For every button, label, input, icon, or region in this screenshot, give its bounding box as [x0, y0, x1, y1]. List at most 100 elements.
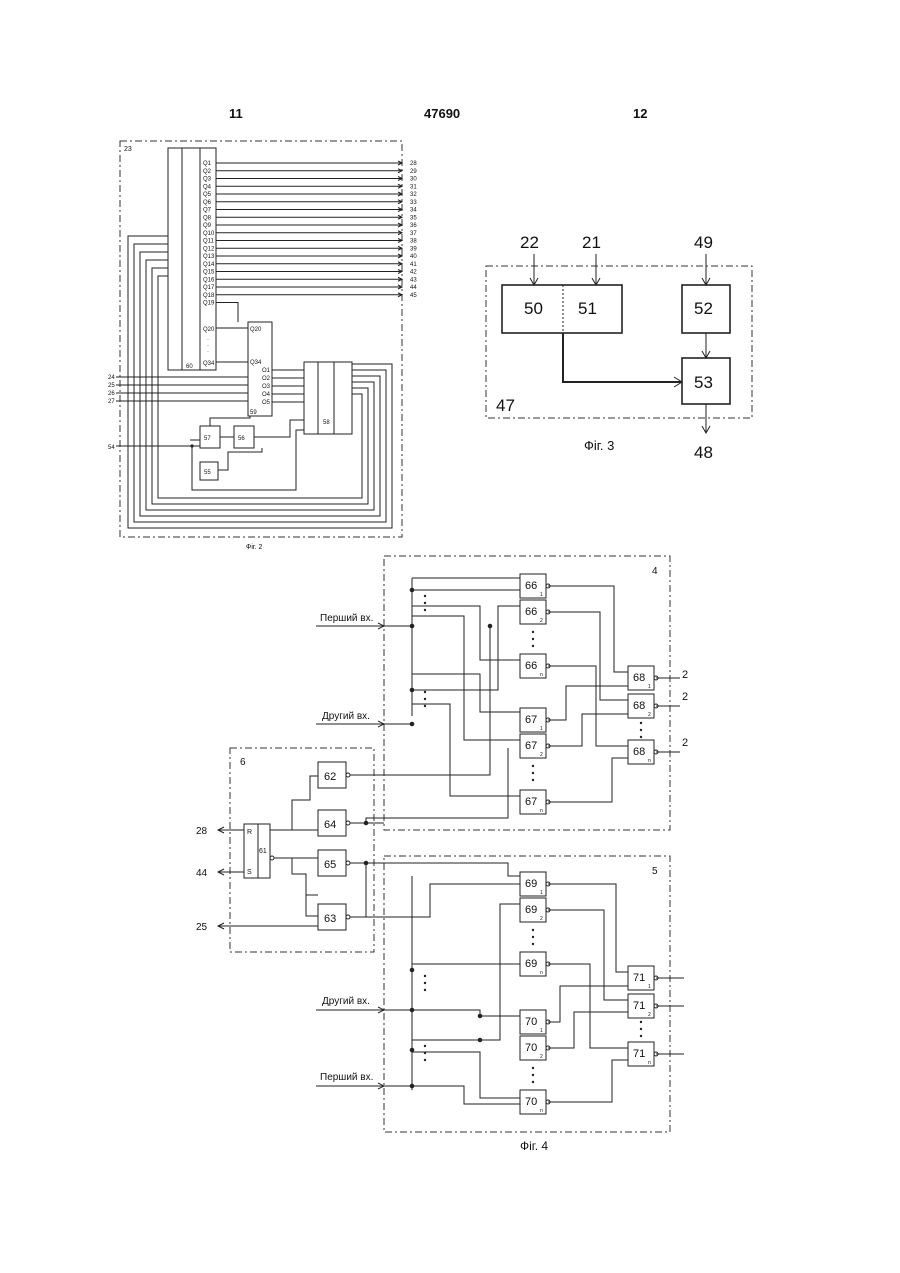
out-number: 45: [410, 293, 417, 299]
fig4-wire: [350, 863, 520, 876]
gate-71-n-sub: n: [648, 1060, 651, 1066]
fig4-caption: Фіг. 4: [520, 1139, 548, 1153]
junction-dot: [478, 1014, 482, 1018]
trigger-r-label: R: [247, 829, 252, 836]
q-label: Q13: [203, 254, 215, 260]
gate-68-n-label: 68: [633, 746, 645, 758]
block50-label: 50: [524, 299, 543, 318]
ellipsis-dot: [424, 705, 426, 707]
block59-out-label: O5: [262, 400, 271, 406]
q-label: Q12: [203, 246, 215, 252]
fig4-wire: [366, 748, 508, 823]
junction-dot: [478, 1038, 482, 1042]
fig4-wire: [350, 626, 490, 775]
block59-q34-label: Q34: [250, 360, 262, 366]
fig4-wire: [548, 586, 628, 672]
fig4-wire: [548, 1060, 628, 1102]
output-2-label: 2: [682, 691, 688, 703]
ellipsis-dot: [532, 631, 534, 633]
gate-66-1-sub: 1: [540, 592, 543, 598]
block55-label: 55: [204, 470, 211, 476]
junction-dot: [410, 1084, 414, 1088]
fig4-wire: [412, 1086, 520, 1104]
ellipsis-dot: [532, 779, 534, 781]
block62-label: 62: [324, 771, 336, 783]
gate-69-n-label: 69: [525, 958, 537, 970]
fig2-input-label: 25: [108, 383, 115, 389]
q-label: Q17: [203, 285, 215, 291]
fig4-wire: [412, 704, 520, 796]
gate-71-2-label: 71: [633, 1000, 645, 1012]
gate-69-1-sub: 1: [540, 890, 543, 896]
gate-70-1-label: 70: [525, 1016, 537, 1028]
q-label: Q4: [203, 184, 212, 190]
ellipsis-dot: [640, 1035, 642, 1037]
ellipsis-dot: [640, 722, 642, 724]
ellipsis-dot: [424, 698, 426, 700]
fig4-wire: [548, 758, 628, 802]
frame6-label: 6: [240, 757, 246, 768]
first-input-label-bottom: Перший вх.: [320, 1072, 373, 1083]
ellipsis-dot: [532, 943, 534, 945]
block56-label: 56: [238, 436, 245, 442]
fig3-input-arrows: [530, 254, 710, 285]
q-label: Q6: [203, 200, 212, 206]
fig3-caption: Фіг. 3: [584, 438, 614, 453]
gate-69-1-label: 69: [525, 878, 537, 890]
junction-dot: [410, 624, 414, 628]
block65-label: 65: [324, 859, 336, 871]
q-label: Q11: [203, 239, 215, 245]
gate-71-1-label: 71: [633, 972, 645, 984]
fig2-input-label: 26: [108, 391, 115, 397]
q-label: Q15: [203, 270, 215, 276]
ellipsis-dot: [424, 975, 426, 977]
gate-71-n-label: 71: [633, 1048, 645, 1060]
gate-71-2-sub: 2: [648, 1012, 651, 1018]
block64-label: 64: [324, 819, 336, 831]
second-input-label-top: Другий вх.: [322, 711, 370, 722]
junction-dot: [410, 688, 414, 692]
junction-dot: [410, 722, 414, 726]
input-54-label: 54: [108, 445, 115, 451]
out-number: 41: [410, 262, 417, 268]
ellipsis-dot: [424, 989, 426, 991]
junction-dot: [410, 1008, 414, 1012]
q-label: Q14: [203, 262, 215, 268]
input-44-label: 44: [196, 868, 208, 879]
ellipsis-dot: [640, 729, 642, 731]
block59-out-label: O4: [262, 392, 271, 398]
q20-label: Q20: [203, 327, 215, 333]
ellipsis-dot: [532, 929, 534, 931]
out-number: 31: [410, 184, 417, 190]
gate-67-2-label: 67: [525, 740, 537, 752]
out-number: 37: [410, 231, 417, 237]
block51-label: 51: [578, 299, 597, 318]
q-label: Q18: [203, 293, 215, 299]
block59-q20-label: Q20: [250, 327, 262, 333]
ellipsis-dot: [424, 602, 426, 604]
q-label: Q19: [203, 301, 215, 307]
first-input-label-top: Перший вх.: [320, 613, 373, 624]
block59-out-label: O1: [262, 368, 271, 374]
ellipsis-dot: [424, 609, 426, 611]
ellipsis-dot: [424, 1045, 426, 1047]
fig4-wires: [350, 578, 684, 1104]
gate-68-1-label: 68: [633, 672, 645, 684]
fig4-wire: [548, 666, 628, 746]
ellipsis-dot: [424, 691, 426, 693]
ellipsis-dot: [532, 638, 534, 640]
fig4-gates: 66166266n67167267n68168268n69169269n7017…: [424, 574, 688, 1114]
gate-70-2-sub: 2: [540, 1054, 543, 1060]
fig4-wire: [412, 616, 520, 740]
gate-68-2-sub: 2: [648, 712, 651, 718]
fig4-diagram: 4 5 6 Перший вх. Другий вх. Другий вх. П…: [196, 556, 688, 1153]
ellipsis-dot: [640, 1021, 642, 1023]
fig4-wire: [548, 612, 628, 700]
block58-label: 58: [323, 420, 330, 426]
q-label: Q16: [203, 277, 215, 283]
block-50-51: [502, 285, 622, 333]
ellipsis-dot: [532, 765, 534, 767]
out-number: 34: [410, 208, 417, 214]
block59-out-label: O3: [262, 384, 271, 390]
